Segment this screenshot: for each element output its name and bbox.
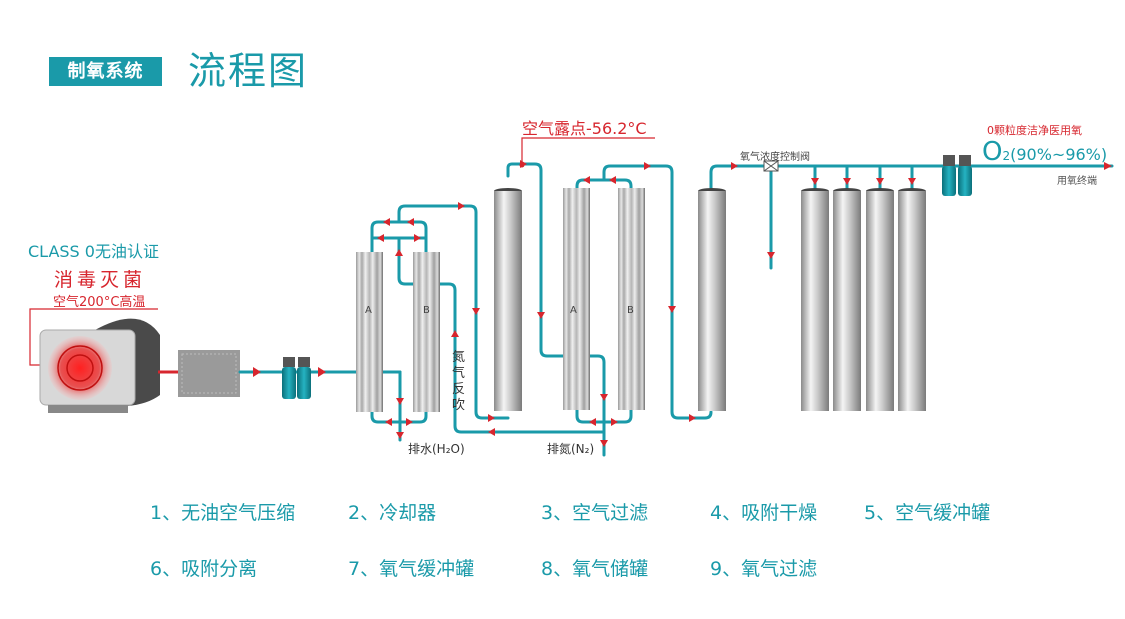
legend-item: 9、氧气过滤	[710, 558, 818, 580]
separator-tower-b-label: B	[627, 305, 634, 316]
arrow-icon	[644, 162, 651, 170]
arrow-icon	[395, 249, 403, 256]
arrow-icon	[611, 418, 618, 426]
arrow-icon	[458, 202, 465, 210]
adsorption-dryer	[356, 252, 440, 412]
water-drain-label: 排水(H₂O)	[408, 442, 465, 456]
legend-item: 7、氧气缓冲罐	[348, 558, 475, 580]
arrow-icon	[1104, 162, 1112, 170]
sterilization-label: 消毒灭菌	[54, 269, 147, 291]
arrow-icon	[600, 394, 608, 401]
arrow-icon	[383, 218, 390, 226]
arrow-icon	[811, 178, 819, 185]
arrow-icon	[253, 367, 261, 377]
particle-label: 0颗粒度洁净医用氧	[987, 124, 1082, 137]
dryer-tower-a-label: A	[365, 305, 372, 316]
oxygen-terminal-label: 用氧终端	[1057, 176, 1097, 187]
arrow-icon	[406, 418, 413, 426]
oil-free-compressor	[39, 318, 160, 413]
adsorption-separator	[563, 188, 645, 410]
arrow-icon	[767, 252, 775, 259]
arrow-icon	[731, 162, 738, 170]
dew-point-label: 空气露点-56.2°C	[522, 119, 647, 138]
oxygen-buffer-tank	[698, 188, 726, 411]
oxygen-filters	[942, 155, 972, 196]
arrow-icon	[385, 418, 392, 426]
o2-purity: O2(90%~96%)	[982, 137, 1107, 167]
air-buffer-tank	[494, 188, 522, 411]
arrow-icon	[609, 176, 616, 184]
high-temp-label: 空气200°C高温	[53, 295, 146, 310]
legend-item: 8、氧气储罐	[541, 558, 649, 580]
air-filters	[282, 357, 311, 399]
arrow-icon	[451, 330, 459, 337]
arrow-icon	[488, 414, 495, 422]
legend-item: 3、空气过滤	[541, 502, 649, 524]
oxygen-storage-tanks	[801, 188, 926, 411]
arrow-icon	[843, 178, 851, 185]
flow-arrows	[253, 160, 1112, 447]
arrow-icon	[318, 367, 326, 377]
legend-item: 6、吸附分离	[150, 558, 258, 580]
arrow-icon	[472, 308, 480, 315]
nitrogen-backflush-label: 氮气反吹	[452, 350, 466, 413]
o2-subscript: 2	[1002, 149, 1011, 163]
arrow-icon	[689, 414, 696, 422]
arrow-icon	[589, 418, 596, 426]
arrow-icon	[583, 176, 590, 184]
arrow-icon	[668, 306, 676, 313]
o2-range: (90%~96%)	[1010, 145, 1108, 164]
separator-tower-a-label: A	[570, 305, 577, 316]
arrow-icon	[488, 428, 495, 436]
nitrogen-drain-label: 排氮(N₂)	[547, 442, 595, 456]
dryer-tower-b-label: B	[423, 305, 430, 316]
legend-item: 2、冷却器	[348, 502, 437, 524]
arrow-icon	[396, 398, 404, 405]
legend-item: 5、空气缓冲罐	[864, 502, 991, 524]
class0-certification: CLASS 0无油认证	[28, 242, 159, 261]
arrow-icon	[396, 432, 404, 439]
valve-label: 氧气浓度控制阀	[740, 152, 810, 163]
arrow-icon	[600, 440, 608, 447]
dew-point-leader	[521, 137, 655, 165]
arrow-icon	[407, 218, 414, 226]
arrow-icon	[377, 234, 384, 242]
system-badge: 制氧系统	[49, 57, 162, 86]
arrow-icon	[414, 234, 421, 242]
arrow-icon	[908, 178, 916, 185]
o2-symbol: O	[982, 137, 1003, 167]
legend-item: 4、吸附干燥	[710, 502, 818, 524]
arrow-icon	[876, 178, 884, 185]
page-title: 流程图	[188, 49, 309, 93]
legend-item: 1、无油空气压缩	[150, 502, 296, 524]
oxygen-concentration-valve-icon[interactable]	[763, 160, 779, 172]
arrow-icon	[537, 312, 545, 319]
pipes	[238, 162, 1114, 457]
dew-point-marker	[519, 162, 525, 168]
cooler	[178, 350, 240, 397]
